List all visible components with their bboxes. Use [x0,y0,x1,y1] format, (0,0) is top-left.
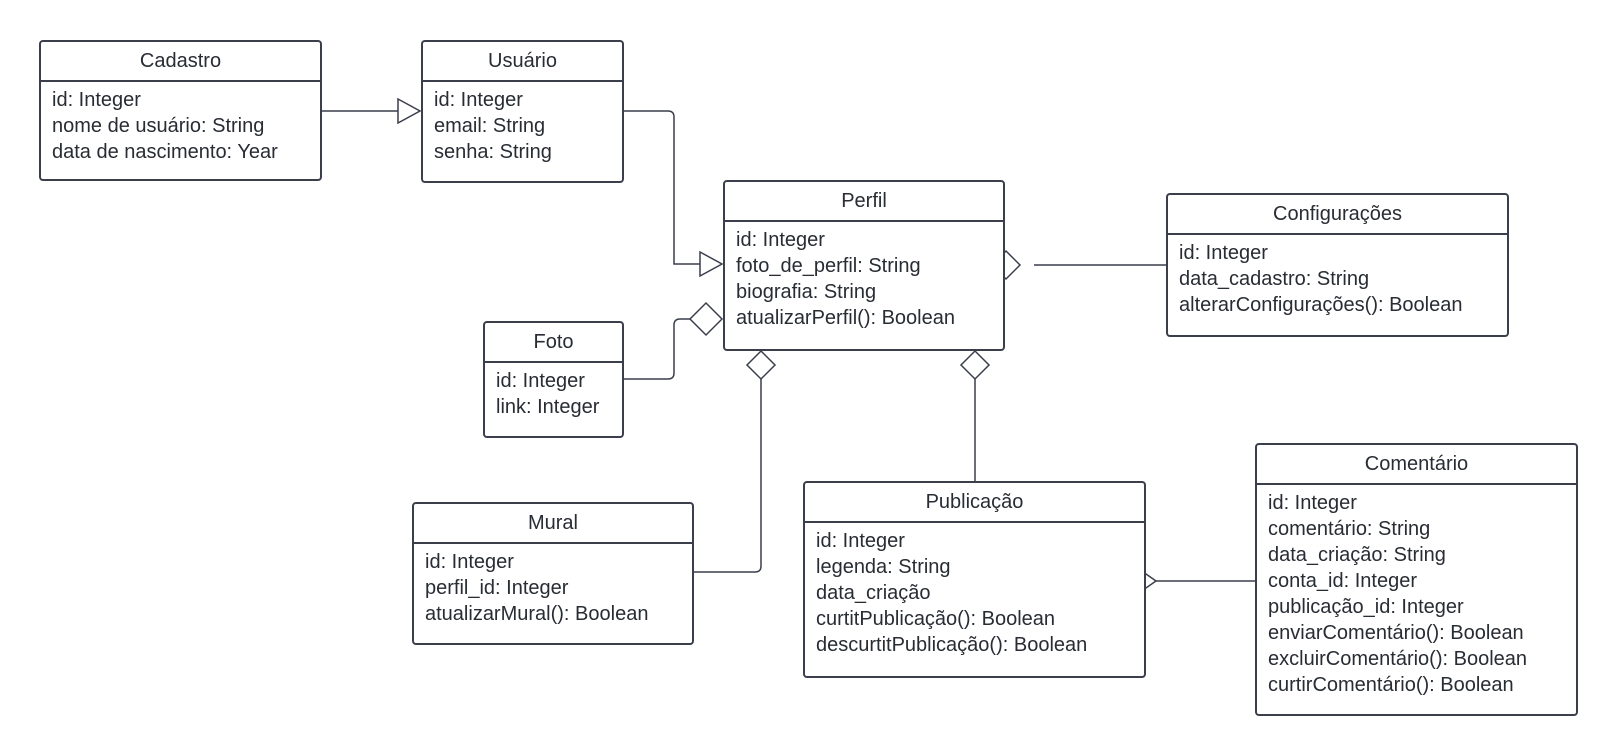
class-cadastro[interactable]: Cadastro id: Integer nome de usuário: St… [39,40,322,181]
class-attribute: descurtitPublicação(): Boolean [816,634,1088,656]
class-foto[interactable]: Foto id: Integer link: Integer [483,321,624,438]
class-attributes: id: Integer legenda: String data_criação… [805,523,1144,658]
class-attribute: link: Integer [496,396,600,418]
class-name: Mural [414,504,692,544]
generalization-line-usuario-perfil [624,110,700,265]
class-attribute: excluirComentário(): Boolean [1268,648,1528,670]
class-attribute: perfil_id: Integer [425,577,569,599]
aggregation-line-mural-perfil [693,379,762,573]
class-attribute: legenda: String [816,556,951,578]
class-attribute: id: Integer [425,551,514,573]
class-attribute: biografia: String [736,281,877,303]
class-attributes: id: Integer nome de usuário: String data… [41,82,320,165]
class-attribute: atualizarPerfil(): Boolean [736,307,955,329]
class-attributes: id: Integer data_cadastro: String altera… [1168,235,1507,318]
class-comentario[interactable]: Comentário id: Integer comentário: Strin… [1255,443,1578,716]
class-attribute: id: Integer [496,370,585,392]
class-name: Foto [485,323,622,363]
class-name: Usuário [423,42,622,82]
class-attribute: senha: String [434,141,552,163]
aggregation-diamond [745,349,777,381]
class-name: Comentário [1257,445,1576,485]
class-attribute: curtirComentário(): Boolean [1268,674,1514,696]
class-attribute: data de nascimento: Year [52,141,278,163]
class-attributes: id: Integer perfil_id: Integer atualizar… [414,544,692,627]
class-attribute: atualizarMural(): Boolean [425,603,649,625]
class-attribute: conta_id: Integer [1268,570,1417,592]
class-attribute: comentário: String [1268,518,1431,540]
class-attribute: nome de usuário: String [52,115,265,137]
class-name: Cadastro [41,42,320,82]
class-attributes: id: Integer email: String senha: String [423,82,622,165]
aggregation-diamond [959,349,991,381]
class-attribute: foto_de_perfil: String [736,255,921,277]
generalization-arrowhead [397,97,422,125]
class-attribute: id: Integer [1179,242,1268,264]
class-name: Publicação [805,483,1144,523]
class-attribute: data_cadastro: String [1179,268,1370,290]
aggregation-diamond [688,301,724,337]
class-attribute: curtitPublicação(): Boolean [816,608,1056,630]
class-name: Perfil [725,182,1003,222]
class-attribute: id: Integer [52,89,141,111]
class-name: Configurações [1168,195,1507,235]
class-usuario[interactable]: Usuário id: Integer email: String senha:… [421,40,624,183]
class-configuracoes[interactable]: Configurações id: Integer data_cadastro:… [1166,193,1509,337]
class-attribute: email: String [434,115,546,137]
class-perfil[interactable]: Perfil id: Integer foto_de_perfil: Strin… [723,180,1005,351]
class-attribute: id: Integer [816,530,905,552]
class-attribute: alterarConfigurações(): Boolean [1179,294,1463,316]
class-attribute: data_criação [816,582,931,604]
class-attribute: enviarComentário(): Boolean [1268,622,1524,644]
class-publicacao[interactable]: Publicação id: Integer legenda: String d… [803,481,1146,678]
aggregation-line-foto-perfil [623,318,690,380]
class-attribute: id: Integer [736,229,825,251]
class-attribute: id: Integer [1268,492,1357,514]
class-attributes: id: Integer link: Integer [485,363,622,420]
class-attribute: data_criação: String [1268,544,1446,566]
class-attribute: id: Integer [434,89,523,111]
generalization-arrowhead [699,250,724,278]
class-mural[interactable]: Mural id: Integer perfil_id: Integer atu… [412,502,694,645]
class-attributes: id: Integer foto_de_perfil: String biogr… [725,222,1003,331]
class-attributes: id: Integer comentário: String data_cria… [1257,485,1576,698]
class-attribute: publicação_id: Integer [1268,596,1464,618]
